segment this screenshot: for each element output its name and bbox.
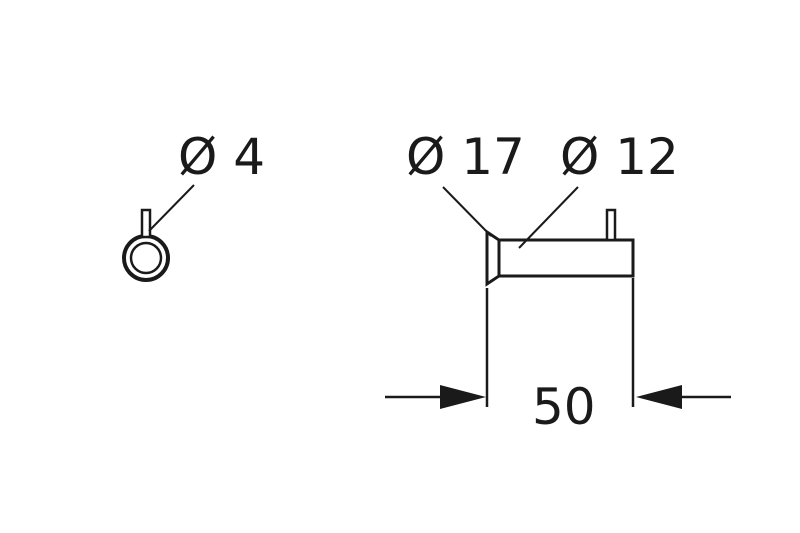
body-leader-line — [518, 186, 579, 249]
right-arrowhead — [636, 385, 682, 409]
end-view-diameter-label: Ø 4 — [178, 128, 265, 186]
cylinder-body — [497, 238, 635, 278]
end-view: Ø 4 — [122, 128, 265, 282]
flange-leader-line — [442, 186, 492, 237]
length-label: 50 — [532, 378, 596, 436]
body-diameter-label: Ø 12 — [560, 128, 679, 186]
flange-diameter-label: Ø 17 — [406, 128, 525, 186]
left-arrowhead — [440, 385, 486, 409]
top-pin — [605, 208, 617, 242]
length-dimension: 50 — [385, 278, 731, 436]
side-view: Ø 17 Ø 12 — [406, 128, 679, 287]
end-view-pin — [140, 208, 152, 239]
end-view-inner-circle — [129, 241, 163, 275]
flange — [485, 229, 501, 287]
end-view-leader-line — [148, 184, 195, 232]
